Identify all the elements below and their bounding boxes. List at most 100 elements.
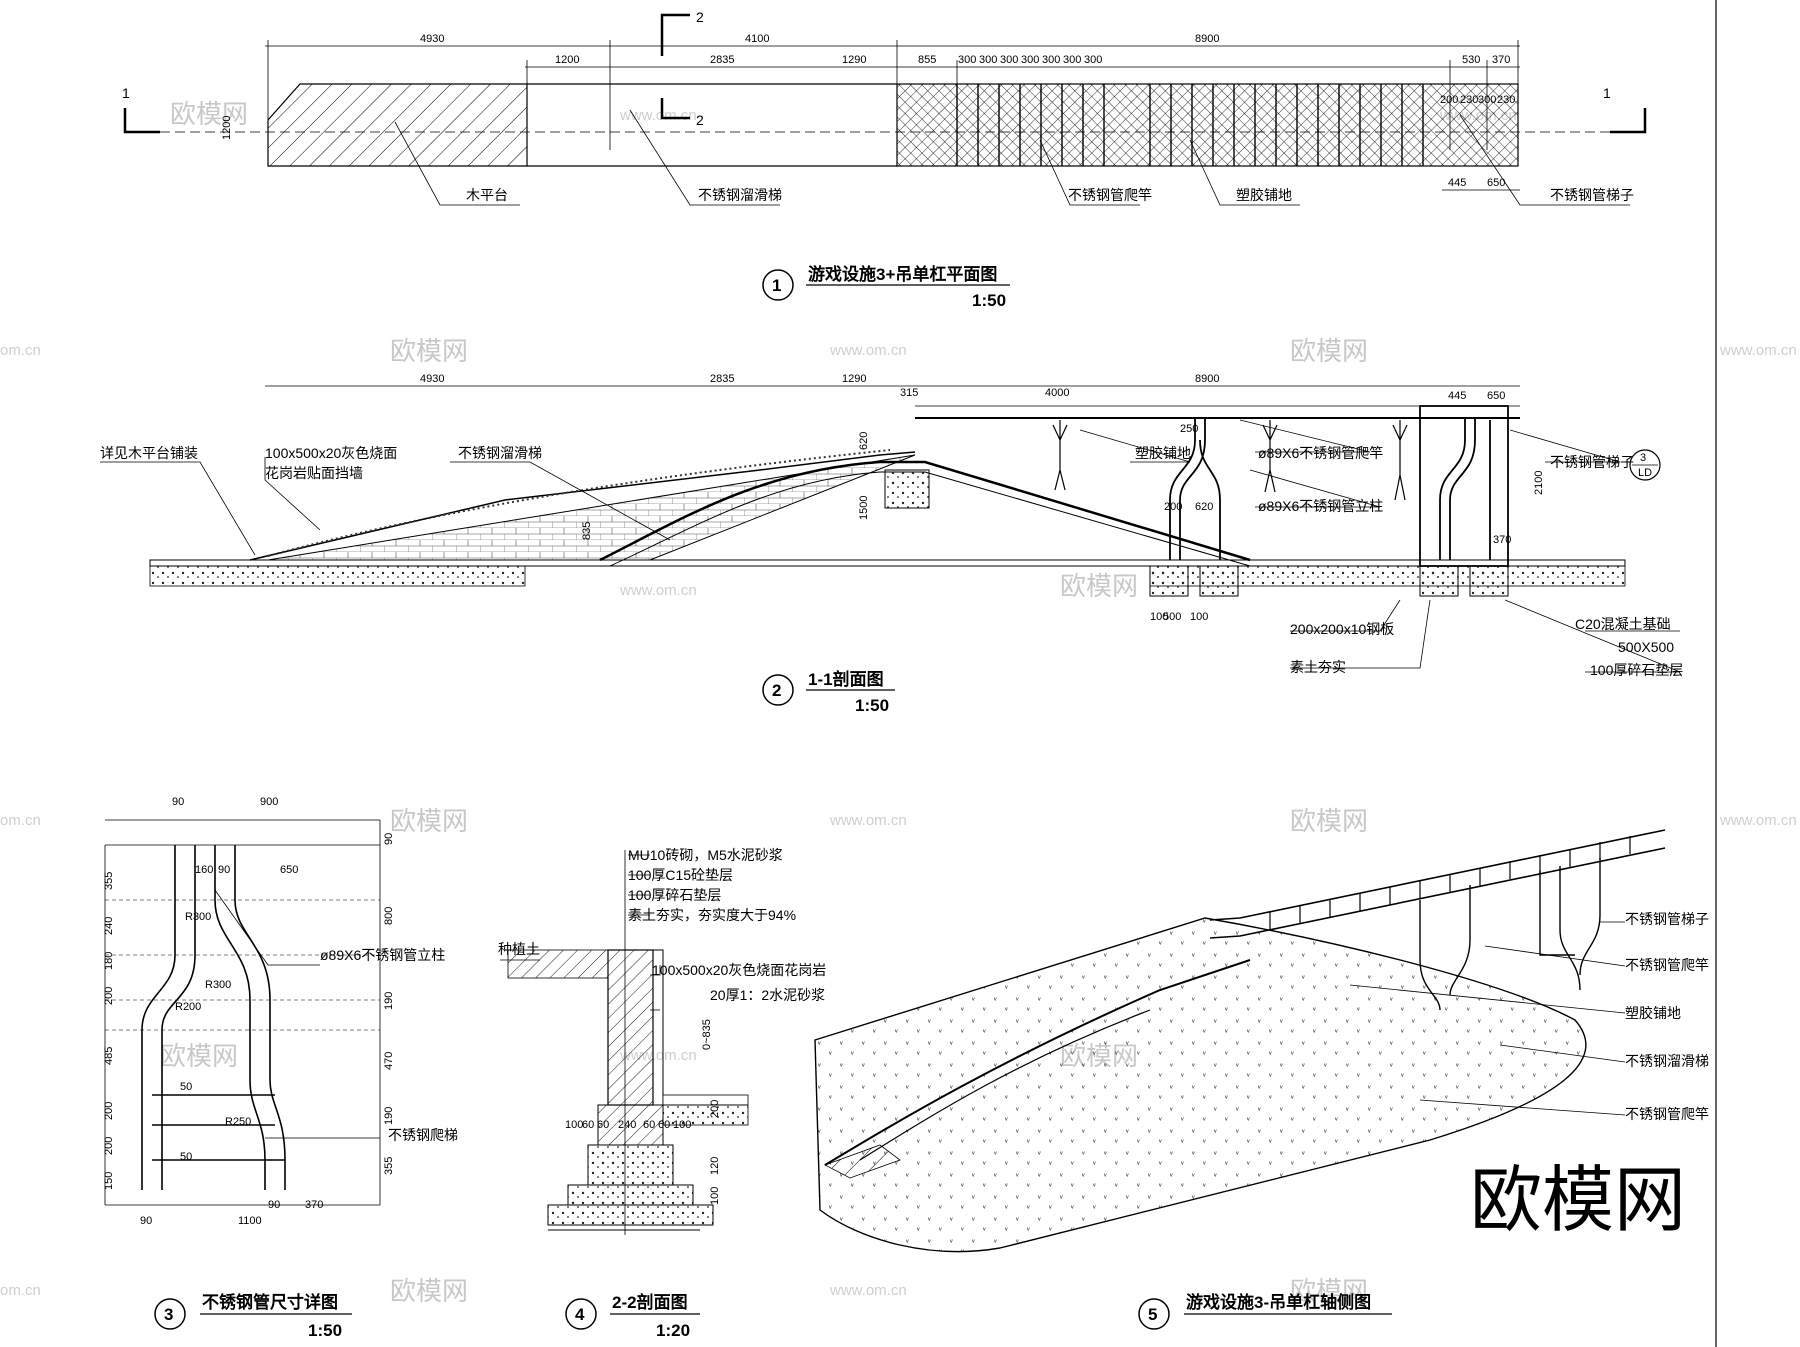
axon-bars <box>1209 829 1666 921</box>
section-dim: 2100 <box>1533 471 1545 495</box>
watermark-site: om.cn <box>0 812 41 829</box>
section-label: 花岗岩贴面挡墙 <box>265 465 363 481</box>
title-index-circle <box>762 269 794 301</box>
plan-index: 1 <box>772 276 781 295</box>
section-label: ø89X6不锈钢管爬竿 <box>1258 445 1383 461</box>
plan-dim: 300 <box>1063 54 1081 66</box>
detail-dim: 90 <box>172 796 184 808</box>
section-label: 塑胶铺地 <box>1135 445 1191 461</box>
detail-dim: 900 <box>260 796 278 808</box>
section-label: 详见木平台铺装 <box>100 445 198 461</box>
section-label: C20混凝土基础 <box>1575 616 1671 632</box>
section-label: 100x500x20灰色烧面 <box>265 445 397 461</box>
detail-dim: 90 <box>268 1199 280 1211</box>
section22-dim: 100 <box>673 1119 691 1131</box>
plan-view: 4930 4100 8900 1200 2835 1290 855 300 30… <box>122 9 1647 310</box>
section22-label: 种植土 <box>498 941 540 957</box>
plan-scale: 1:50 <box>972 291 1006 310</box>
watermark-brand: 欧模网 <box>390 336 468 366</box>
detail-dim: 470 <box>383 1052 395 1070</box>
plan-label: 不锈钢管梯子 <box>1550 187 1634 203</box>
ref-bubble-top: 3 <box>1640 452 1646 464</box>
detail-label: ø89X6不锈钢管立柱 <box>320 947 445 963</box>
section-dim: 650 <box>1487 390 1505 402</box>
watermark-brand: 欧模网 <box>1290 336 1368 366</box>
watermark-site: www.om.cn <box>1719 342 1797 359</box>
axon-label: 塑胶铺地 <box>1625 1005 1681 1021</box>
axon-title: 游戏设施3-吊单杠轴侧图 <box>1186 1292 1371 1312</box>
section22-dim: 100 <box>709 1187 721 1205</box>
plan-dim: 1200 <box>221 116 233 140</box>
plan-dim: 300 <box>1478 94 1496 106</box>
section22-dim: 60 <box>597 1119 609 1131</box>
section22-label: 100x500x20灰色烧面花岗岩 <box>652 962 826 978</box>
section22-dim: 120 <box>709 1157 721 1175</box>
section-dim: 620 <box>1195 501 1213 513</box>
plan-dim: 300 <box>979 54 997 66</box>
section-2-2: MU10砖砌，M5水泥砂浆 100厚C15砼垫层 100厚碎石垫层 素土夯实，夯… <box>498 847 826 1340</box>
plan-dim: 1200 <box>555 54 579 66</box>
section-dim: 500 <box>1163 611 1181 623</box>
plan-label: 不锈钢溜滑梯 <box>698 187 782 203</box>
detail-dim: 50 <box>180 1081 192 1093</box>
section22-label: 100厚碎石垫层 <box>628 887 721 903</box>
watermark-site: www.om.cn <box>829 812 907 829</box>
detail-dim: 355 <box>103 872 115 890</box>
detail-dim: 90 <box>383 833 395 845</box>
detail-dim: 150 <box>103 1172 115 1190</box>
detail-scale: 1:50 <box>308 1321 342 1340</box>
watermark-brand: 欧模网 <box>160 1041 238 1071</box>
section-dim: 1500 <box>858 496 870 520</box>
watermark-site: www.om.cn <box>1719 812 1797 829</box>
detail-dim: 1100 <box>238 1215 262 1227</box>
section-dim: 8900 <box>1195 373 1219 385</box>
section22-title: 2-2剖面图 <box>612 1292 688 1312</box>
section-label: 素土夯实 <box>1290 659 1346 675</box>
plan-dim: 300 <box>1042 54 1060 66</box>
section-label: ø89X6不锈钢管立柱 <box>1258 498 1383 514</box>
detail-dim: 160 <box>195 864 213 876</box>
axon-label: 不锈钢管梯子 <box>1625 911 1709 927</box>
watermark-brand: 欧模网 <box>1060 571 1138 601</box>
section-dim: 2835 <box>710 373 734 385</box>
plan-dim: 300 <box>1021 54 1039 66</box>
section-dim: 4000 <box>1045 387 1069 399</box>
watermark-brand: 欧模网 <box>390 806 468 836</box>
pipe-detail: 90 900 160 90 650 355 240 180 200 485 20… <box>103 796 458 1340</box>
section-mark-2: 2 <box>696 112 704 128</box>
plan-dim: 230 <box>1460 94 1478 106</box>
watermark-site: www.om.cn <box>829 342 907 359</box>
plan-dim: 300 <box>1000 54 1018 66</box>
section22-scale: 1:20 <box>656 1321 690 1340</box>
detail-dim: 180 <box>103 952 115 970</box>
detail-dim: 200 <box>103 987 115 1005</box>
watermark-brand: 欧模网 <box>1290 1276 1368 1306</box>
plan-dim: 1290 <box>842 54 866 66</box>
axon-label: 不锈钢溜滑梯 <box>1625 1053 1709 1069</box>
section-label: 不锈钢溜滑梯 <box>458 445 542 461</box>
plan-dim: 200 <box>1440 94 1458 106</box>
detail-dim: 485 <box>103 1047 115 1065</box>
plan-dim: 4930 <box>420 33 444 45</box>
plan-dim: 300 <box>958 54 976 66</box>
monkey-bars <box>956 84 1424 166</box>
axon-slide <box>824 959 1251 1166</box>
section-dim: 835 <box>581 522 593 540</box>
detail-dim: 200 <box>103 1102 115 1120</box>
plan-label: 不锈钢管爬竿 <box>1068 187 1152 203</box>
section-mark-2: 2 <box>696 9 704 25</box>
detail-label: 不锈钢爬梯 <box>388 1127 458 1143</box>
watermark-brand: 欧模网 <box>1290 806 1368 836</box>
detail-index: 3 <box>164 1305 173 1324</box>
section22-label: MU10砖砌，M5水泥砂浆 <box>628 847 783 863</box>
section22-label: 素土夯实，夯实度大于94% <box>628 907 796 923</box>
section22-dim: 60 <box>582 1119 594 1131</box>
plan-title: 游戏设施3+吊单杠平面图 <box>808 264 997 284</box>
detail-dim: 50 <box>180 1151 192 1163</box>
detail-dim: 190 <box>383 1107 395 1125</box>
section22-dim: 60 <box>658 1119 670 1131</box>
watermark-site: www.om.cn <box>619 582 697 599</box>
section-dim: 1290 <box>842 373 866 385</box>
section22-label: 20厚1：2水泥砂浆 <box>710 987 825 1003</box>
